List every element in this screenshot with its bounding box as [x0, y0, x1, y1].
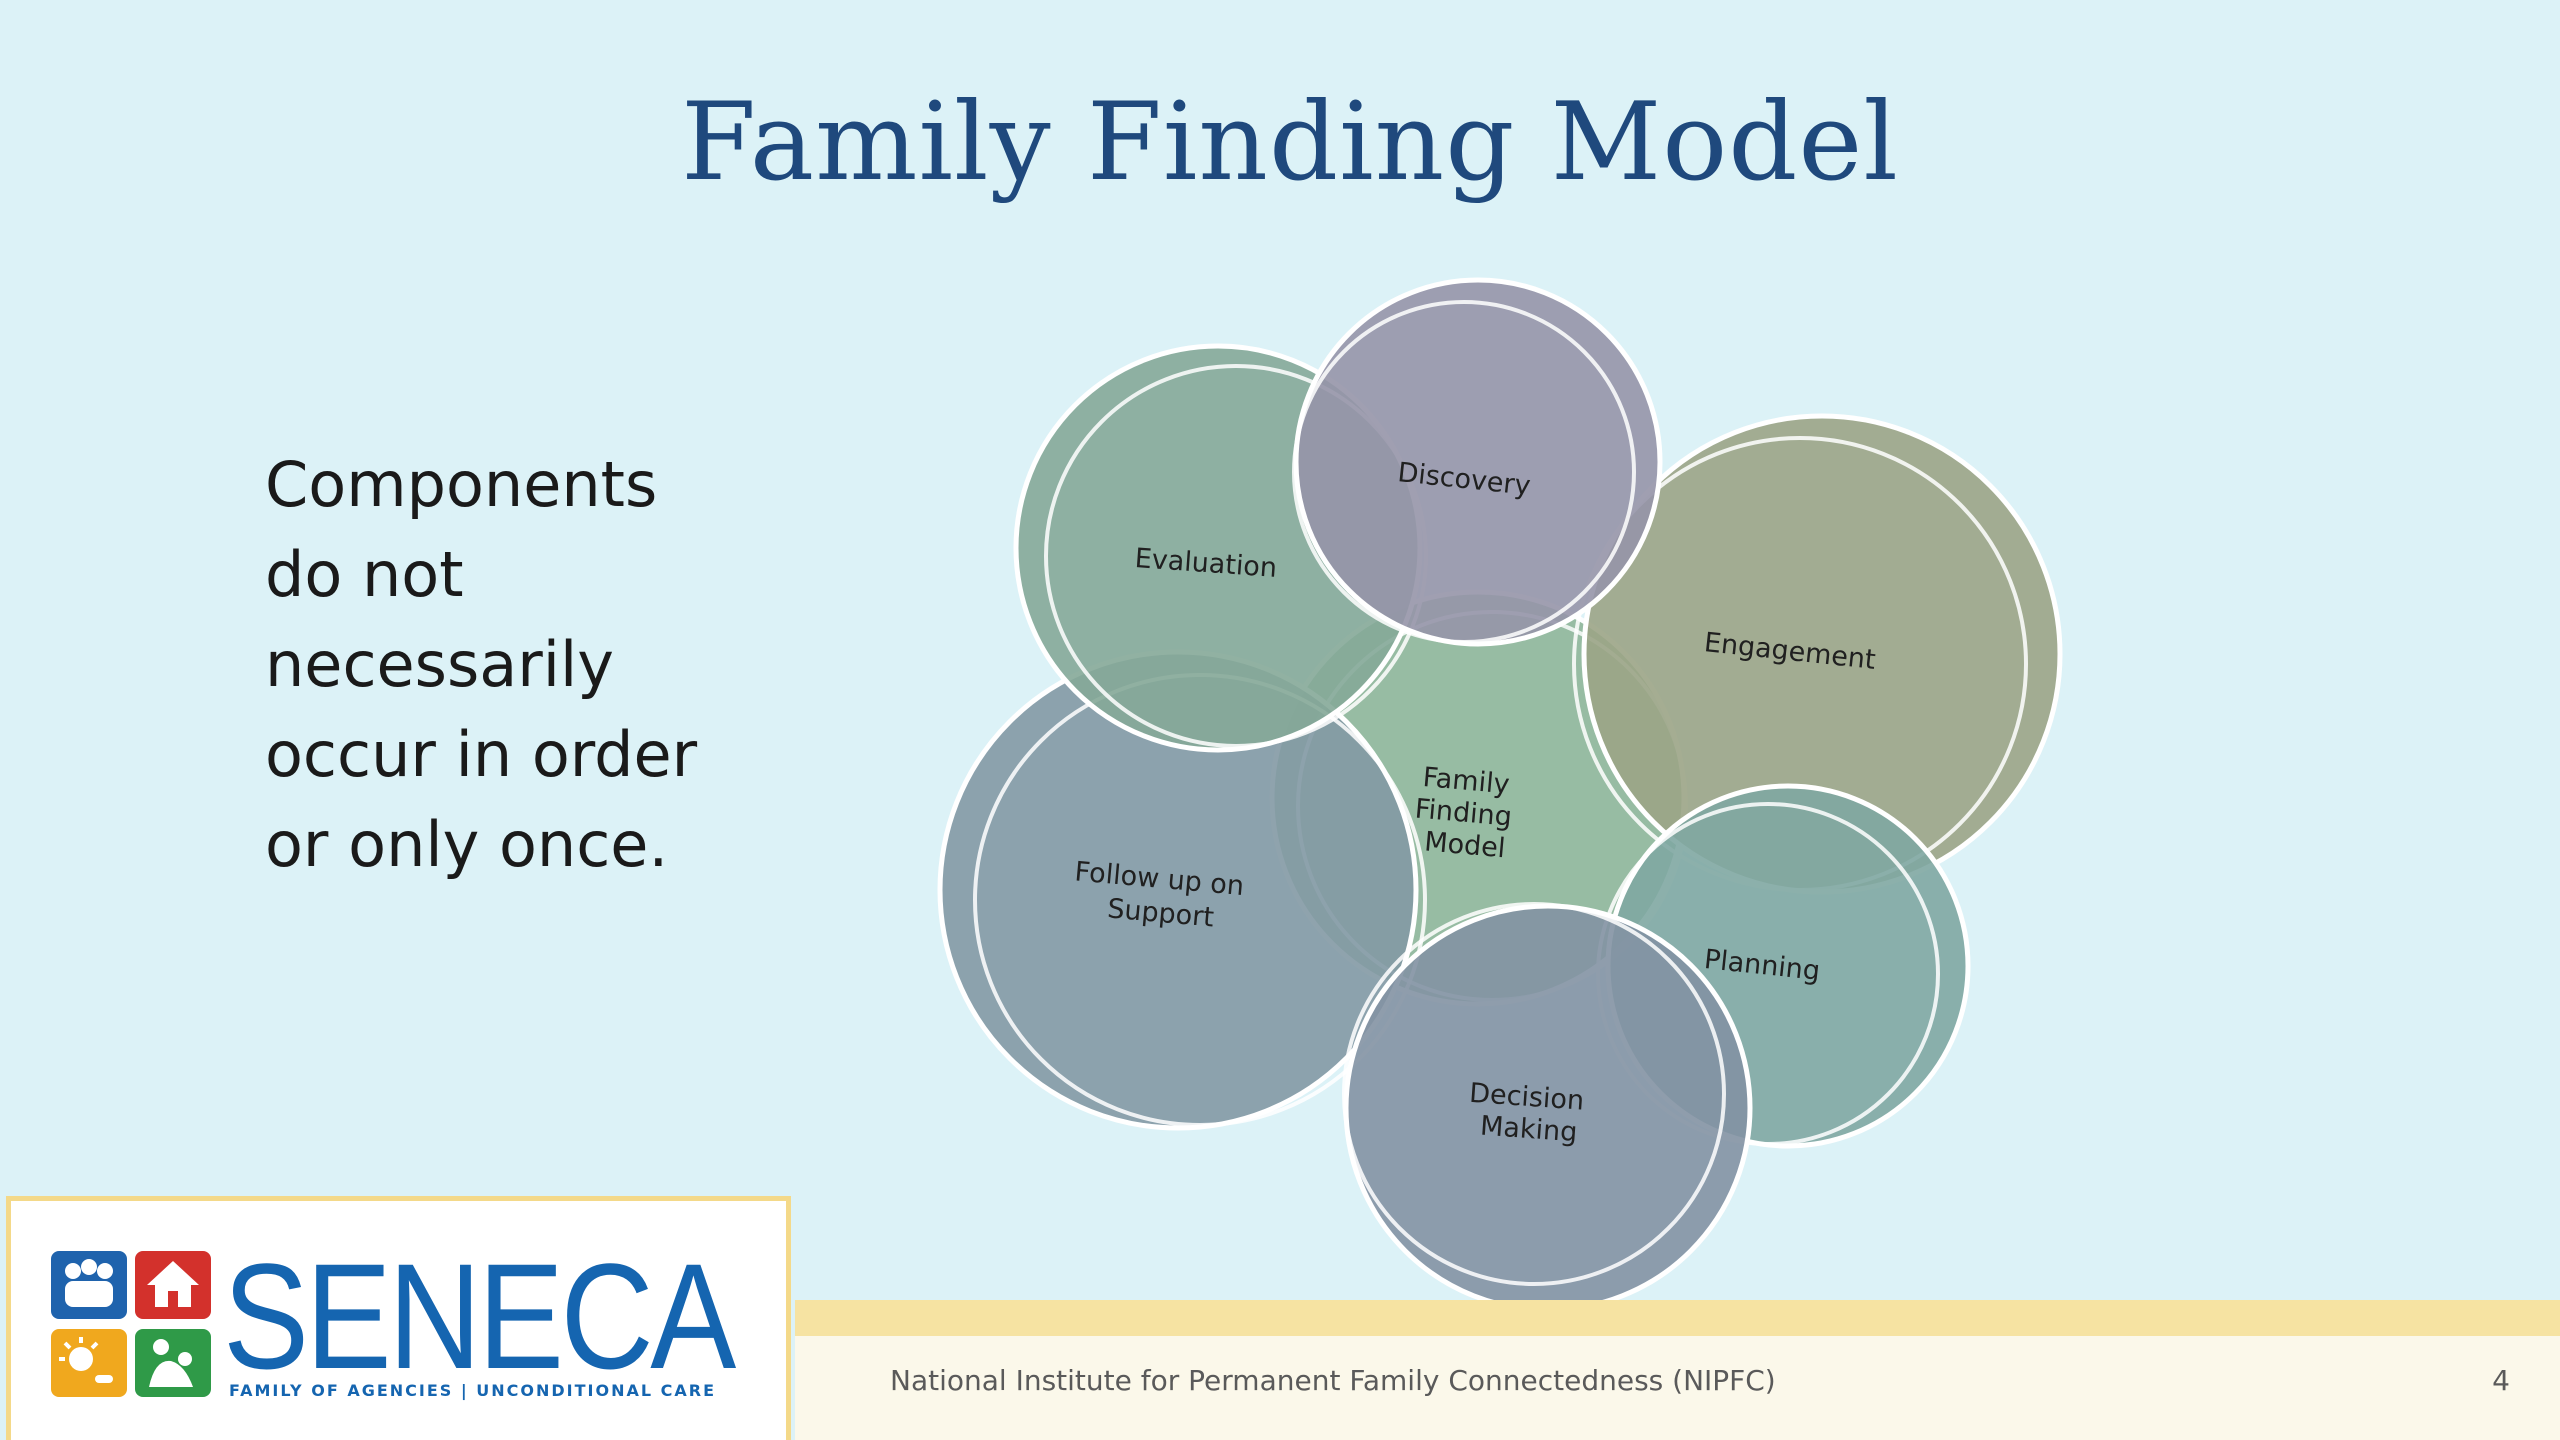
body-line: do not	[265, 538, 464, 611]
label-decision-line: Making	[1479, 1111, 1578, 1149]
slide-body-text: Components do not necessarily occur in o…	[265, 440, 825, 890]
logo-tagline: FAMILY OF AGENCIES | UNCONDITIONAL CARE	[229, 1381, 717, 1400]
slide-title: Family Finding Model	[681, 80, 1899, 205]
footer-text: National Institute for Permanent Family …	[890, 1364, 1776, 1397]
page-number: 4	[2492, 1364, 2510, 1397]
body-line: necessarily	[265, 628, 614, 701]
body-line: or only once.	[265, 808, 669, 881]
logo-tile-house-icon	[135, 1251, 211, 1319]
logo-tile-family-icon	[51, 1251, 127, 1319]
logo-tile-care-icon	[135, 1329, 211, 1397]
logo-tile-sun-icon	[51, 1329, 127, 1397]
label-center-line: Family	[1422, 762, 1511, 800]
body-line: occur in order	[265, 718, 698, 791]
seneca-logo: SENECA FAMILY OF AGENCIES | UNCONDITIONA…	[6, 1196, 791, 1440]
circle-discovery	[1292, 277, 1663, 647]
footer-band	[795, 1300, 2560, 1336]
label-center: Family Finding Model	[1411, 762, 1525, 866]
logo-wordmark: SENECA	[223, 1232, 736, 1400]
circle-engagement	[1572, 413, 2063, 895]
logo-tiles	[51, 1251, 217, 1399]
label-decision-making: Decision Making	[1466, 1078, 1594, 1149]
body-line: Components	[265, 448, 658, 521]
circle-decision-making	[1342, 902, 1753, 1313]
footer-area	[795, 1336, 2560, 1440]
label-center-line: Model	[1423, 826, 1506, 864]
